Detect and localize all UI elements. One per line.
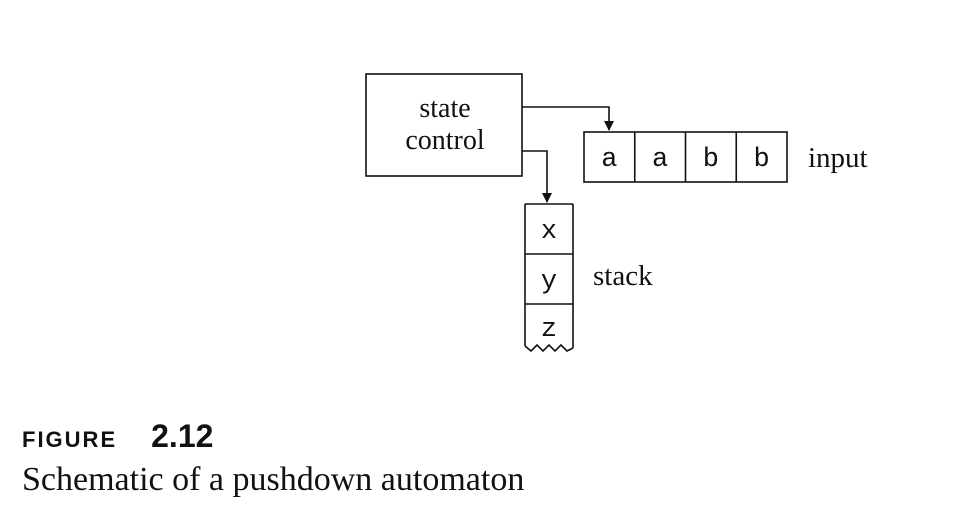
stack-cell: y bbox=[541, 267, 557, 297]
arrow-to-stack bbox=[522, 150, 552, 203]
state-control-label-line1: state bbox=[419, 93, 470, 124]
pushdown-automaton-diagram: state control a a b b input x y z stack bbox=[365, 73, 868, 353]
stack-cell: z bbox=[541, 315, 557, 345]
input-cell: a bbox=[652, 145, 668, 175]
arrow-to-input bbox=[522, 106, 614, 131]
state-control-box: state control bbox=[365, 73, 523, 177]
figure-label: FIGURE 2.12 bbox=[22, 418, 524, 460]
figure-word: FIGURE bbox=[22, 427, 118, 452]
stack-torn-bottom bbox=[524, 343, 574, 353]
input-cell: b bbox=[753, 145, 769, 175]
figure-caption: FIGURE 2.12 Schematic of a pushdown auto… bbox=[22, 418, 524, 500]
figure-number: 2.12 bbox=[151, 418, 214, 454]
stack: x y z bbox=[524, 203, 574, 353]
figure-title: Schematic of a pushdown automaton bbox=[22, 461, 525, 498]
input-cell: b bbox=[703, 145, 719, 175]
input-tape: a a b b bbox=[583, 131, 788, 183]
input-label: input bbox=[808, 142, 868, 174]
stack-cell: x bbox=[541, 217, 557, 247]
state-control-label-line2: control bbox=[405, 125, 485, 156]
input-cell: a bbox=[601, 145, 617, 175]
stack-label: stack bbox=[593, 260, 653, 292]
